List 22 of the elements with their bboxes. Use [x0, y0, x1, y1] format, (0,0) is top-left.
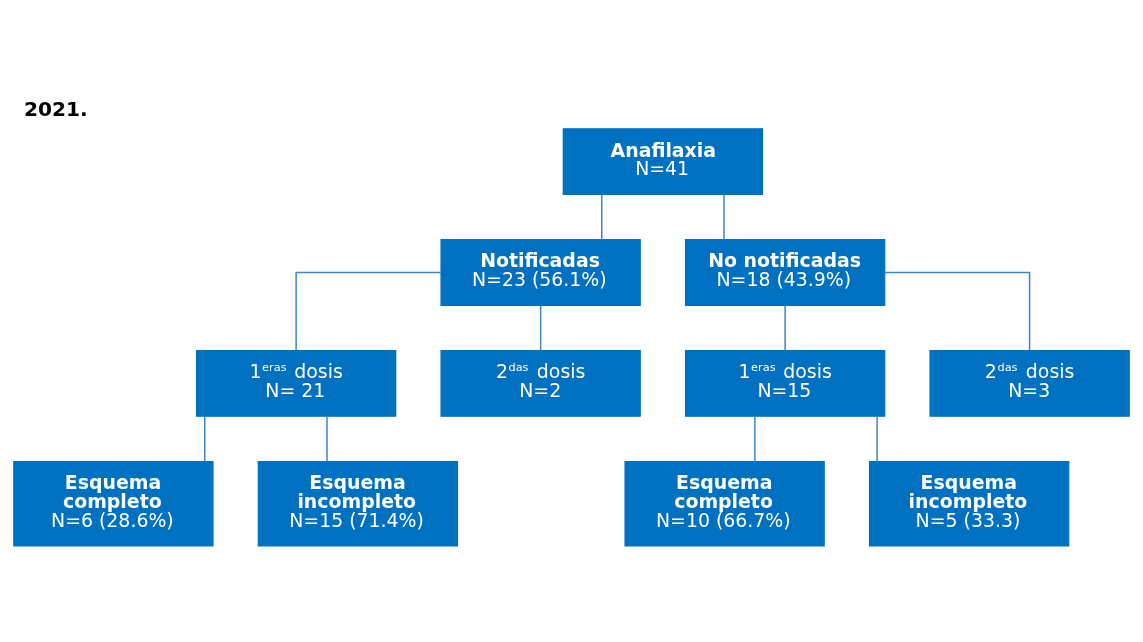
connector — [784, 305, 786, 352]
node-box: No notificadas N=18 (43.9%) — [684, 239, 886, 306]
connector — [601, 194, 603, 241]
node-box: Esquema completo N=6 (28.6%) — [13, 460, 214, 547]
connector — [204, 415, 206, 463]
node-box: 1$^{eras}$ dosis N= 21 — [195, 350, 397, 417]
diagram-title: 2021. — [23, 96, 88, 121]
node-box: 2$^{das}$ dosis N=3 — [929, 350, 1130, 417]
node-box: 1$^{eras}$ dosis N=15 — [684, 350, 886, 417]
node-box: Esquema completo N=10 (66.7%) — [624, 460, 825, 547]
node-box: Esquema incompleto N=15 (71.4%) — [257, 460, 459, 547]
connector — [723, 194, 725, 241]
connector — [539, 305, 542, 352]
node-box: Esquema incompleto N=5 (33.3) — [868, 460, 1070, 547]
node-box: Notificadas N=23 (56.1%) — [440, 239, 641, 306]
connector — [876, 415, 878, 463]
connector — [884, 271, 1031, 351]
node-box: 2$^{das}$ dosis N=2 — [440, 350, 641, 417]
node-box: Anafilaxia N=41 — [562, 128, 764, 195]
connector — [754, 415, 756, 463]
connector — [295, 271, 442, 351]
connector — [326, 415, 328, 463]
